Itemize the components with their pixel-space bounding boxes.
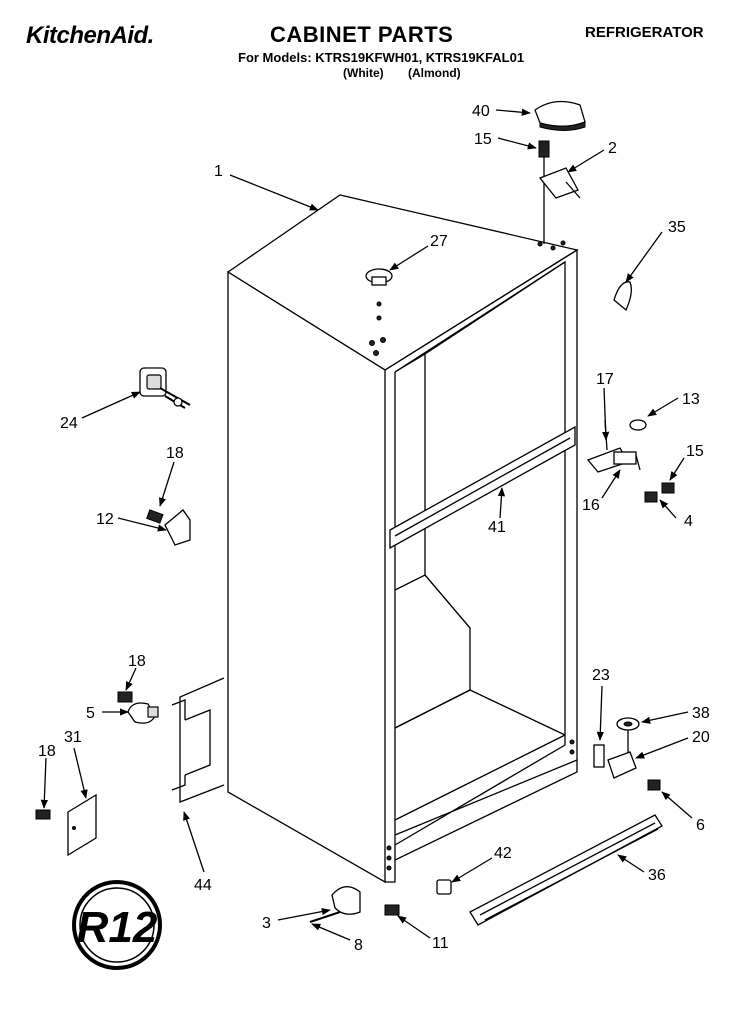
brand-logo: KitchenAid. (26, 22, 154, 49)
plug-part-27 (365, 268, 393, 321)
callout-18-upper: 18 (166, 445, 184, 462)
callout-41: 41 (488, 519, 506, 536)
middle-hinge-assembly (586, 419, 675, 503)
callout-35: 35 (668, 219, 686, 236)
callout-1: 1 (214, 163, 223, 180)
bracket-part-44 (171, 677, 225, 803)
callout-13: 13 (682, 391, 700, 408)
r12-refrigerant-badge: R12 (72, 880, 162, 970)
color-white-label: (White) (343, 66, 384, 80)
callout-4: 4 (684, 513, 693, 530)
divider-rail-part-41 (389, 425, 576, 550)
models-line: For Models: KTRS19KFWH01, KTRS19KFAL01 (238, 50, 525, 65)
roller-assembly (309, 886, 400, 923)
leader-lines (40, 108, 693, 941)
hinge-part-12 (146, 509, 191, 546)
handle-mount-part-24 (139, 367, 191, 409)
callout-18-middle: 18 (128, 653, 146, 670)
callout-18-lower: 18 (38, 743, 56, 760)
callout-12: 12 (96, 511, 114, 528)
color-almond-label: (Almond) (408, 66, 461, 80)
callout-17: 17 (596, 371, 614, 388)
callout-40: 40 (472, 103, 490, 120)
page-title: CABINET PARTS (270, 22, 454, 47)
callout-42: 42 (494, 845, 512, 862)
callout-31: 31 (64, 729, 82, 746)
callout-20: 20 (692, 729, 710, 746)
callout-15-mid: 15 (686, 443, 704, 460)
category-label: REFRIGERATOR (585, 24, 704, 41)
callout-38: 38 (692, 705, 710, 722)
shim-part-23 (593, 744, 605, 768)
callout-16: 16 (582, 497, 600, 514)
callout-36: 36 (648, 867, 666, 884)
screw-part-15-top (538, 140, 550, 244)
top-hinge-part-2 (538, 167, 581, 199)
cover-part-31 (35, 793, 97, 857)
callout-24: 24 (60, 415, 78, 432)
callout-2: 2 (608, 140, 617, 157)
callout-27: 27 (430, 233, 448, 250)
cabinet (226, 194, 579, 884)
toe-grille-part-36 (469, 814, 663, 926)
bottom-hinge-assembly (607, 717, 661, 791)
hinge-cover-part-40 (534, 100, 586, 131)
callout-labels: 1 2 3 4 5 6 8 11 12 13 15 15 16 17 18 18… (38, 103, 710, 954)
callout-5: 5 (86, 705, 95, 722)
callout-6: 6 (696, 817, 705, 834)
clip-part-35 (613, 281, 632, 312)
callout-15-top: 15 (474, 131, 492, 148)
callout-11: 11 (432, 935, 449, 952)
hinge-part-5 (117, 691, 159, 724)
callout-3: 3 (262, 915, 271, 932)
badge-text: R12 (77, 903, 158, 952)
callout-23: 23 (592, 667, 610, 684)
clip-part-42 (436, 879, 452, 895)
callout-44: 44 (194, 877, 212, 894)
callout-8: 8 (354, 937, 363, 954)
